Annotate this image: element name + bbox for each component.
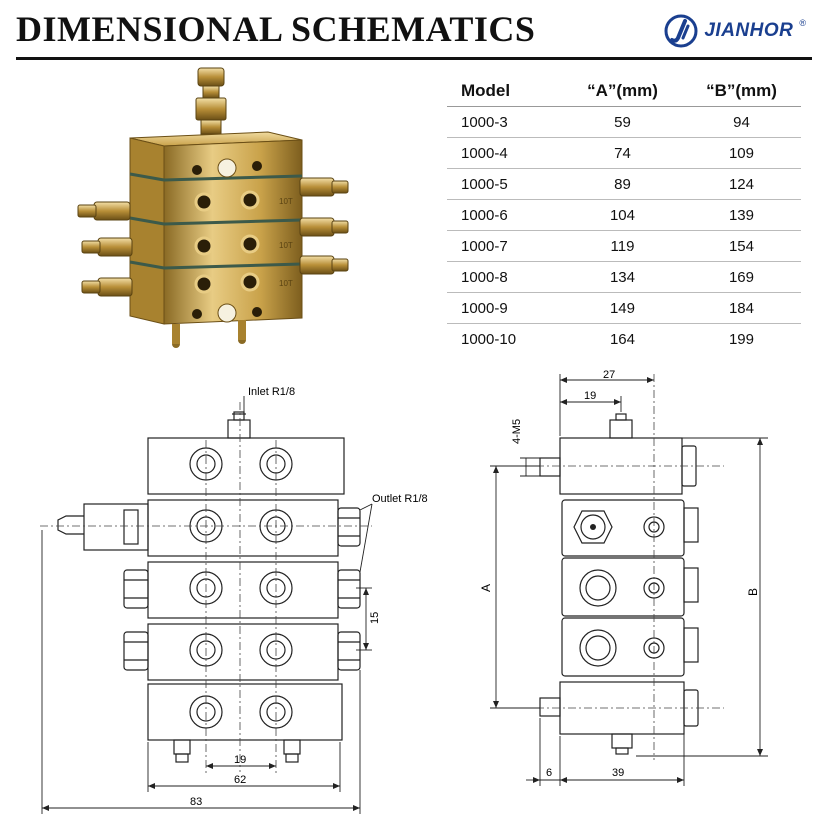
model-cell: 1000-9	[447, 292, 563, 324]
col-a: “A”(mm)	[563, 76, 682, 107]
title-rule	[16, 57, 812, 60]
a-cell: 104	[563, 199, 682, 231]
a-cell: 149	[563, 292, 682, 324]
model-cell: 1000-10	[461, 330, 517, 348]
jianhor-logo-icon	[664, 14, 698, 48]
right-outlet-fittings	[299, 177, 349, 275]
page-title: DIMENSIONAL SCHEMATICS	[16, 9, 536, 49]
b-cell: 184	[681, 292, 801, 324]
b-cell: 124	[681, 168, 801, 200]
b-cell: 109	[681, 137, 801, 169]
section-mark: 10T	[279, 241, 293, 250]
b-cell: 199	[728, 330, 754, 348]
col-b: “B”(mm)	[681, 76, 801, 107]
table-row: 1000-10 164 199	[447, 324, 801, 355]
model-cell: 1000-5	[447, 168, 563, 200]
model-cell: 1000-8	[447, 261, 563, 293]
brand-registered-mark: ®	[799, 18, 806, 28]
a-cell: 59	[563, 106, 682, 138]
b-cell: 169	[681, 261, 801, 293]
inlet-label: Inlet R1/8	[248, 386, 295, 398]
side-dim-27: 27	[603, 369, 615, 381]
side-dim-6: 6	[546, 767, 552, 779]
section-mark: 10T	[279, 279, 293, 288]
dimension-a-label: A	[479, 584, 493, 592]
outlet-label: Outlet R1/8	[372, 493, 428, 505]
a-cell: 89	[563, 168, 682, 200]
model-cell: 1000-4	[447, 137, 563, 169]
a-cell: 74	[563, 137, 682, 169]
b-cell: 154	[681, 230, 801, 262]
dimension-b-label: B	[746, 588, 760, 596]
section-mark: 10T	[279, 197, 293, 206]
product-illustration: 10T 10T 10T	[77, 67, 349, 348]
brand-logo: JIANHOR ®	[664, 14, 806, 48]
distributor-body: 10T 10T 10T	[129, 137, 303, 325]
hole-spacing-dimension: 19	[234, 754, 246, 766]
model-cell: 1000-6	[447, 199, 563, 231]
a-cell: 134	[563, 261, 682, 293]
pitch-dimension: 15	[369, 612, 381, 624]
inlet-fitting	[195, 67, 227, 135]
col-model: Model	[447, 76, 563, 107]
a-cell: 164	[609, 330, 635, 348]
table-header-row: Model “A”(mm) “B”(mm)	[447, 76, 801, 107]
b-cell: 139	[681, 199, 801, 231]
model-cell: 1000-3	[447, 106, 563, 138]
thread-label: 4-M5	[511, 419, 523, 444]
side-dim-39: 39	[612, 767, 624, 779]
left-outlet-fittings	[77, 201, 133, 297]
brand-name: JIANHOR	[704, 20, 794, 41]
model-cell: 1000-7	[447, 230, 563, 262]
a-cell: 119	[563, 230, 682, 262]
overall-width-dimension: 83	[190, 796, 202, 808]
side-dim-19: 19	[584, 390, 596, 402]
b-cell: 94	[681, 106, 801, 138]
body-width-dimension: 62	[234, 774, 246, 786]
